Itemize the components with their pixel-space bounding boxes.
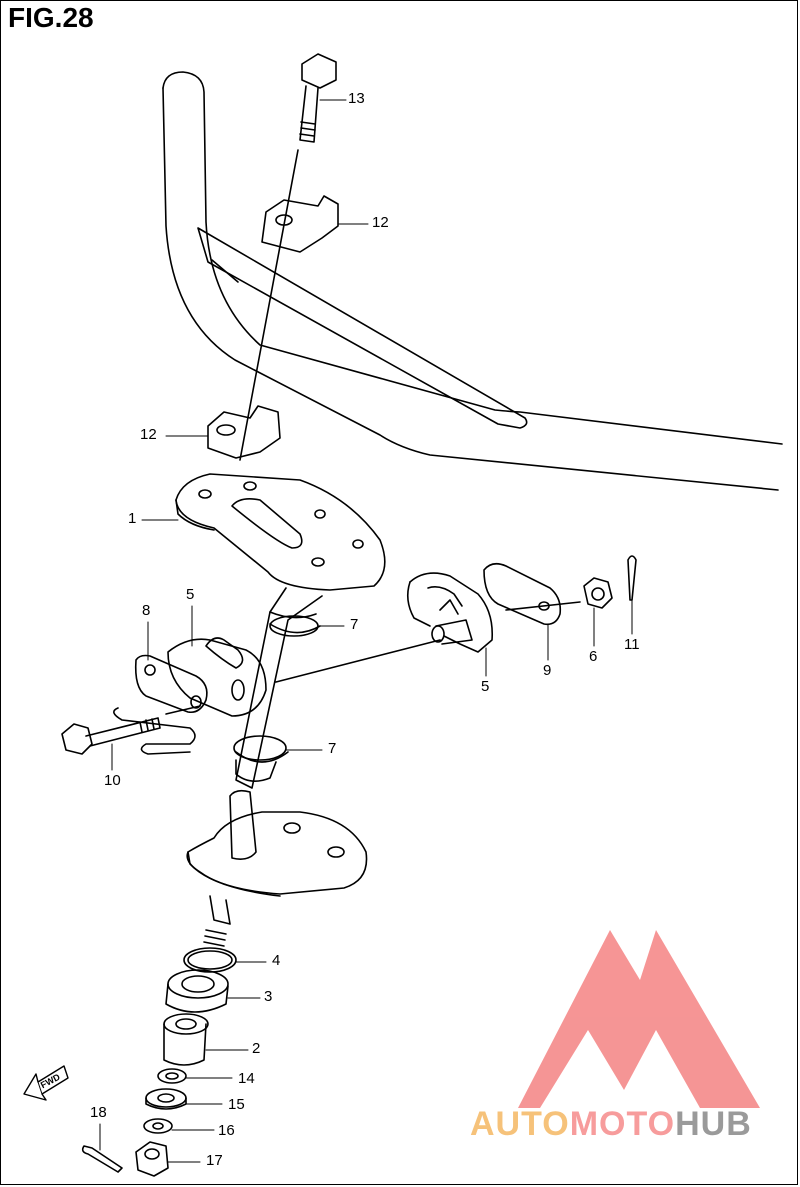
part-5-left-clamp bbox=[167, 637, 267, 717]
part-11-cotter-pin bbox=[627, 555, 637, 601]
part-17-nut bbox=[135, 1141, 169, 1177]
part-12-lower-clamp bbox=[207, 405, 281, 459]
watermark-hub: HUB bbox=[675, 1105, 752, 1143]
callout-5-left: 5 bbox=[186, 586, 195, 603]
callout-5-right: 5 bbox=[481, 678, 490, 695]
part-8-plate bbox=[134, 654, 208, 714]
part-6-nut bbox=[583, 577, 613, 609]
part-3-bushing bbox=[165, 969, 229, 1013]
watermark-logo-icon bbox=[518, 930, 760, 1108]
tie-rod-axis-line bbox=[275, 639, 441, 683]
part-13-bolt bbox=[239, 53, 337, 461]
callout-9: 9 bbox=[543, 662, 552, 679]
callout-12-upper: 12 bbox=[372, 214, 389, 231]
callout-4: 4 bbox=[272, 952, 281, 969]
part-4-o-ring bbox=[183, 947, 237, 973]
part-14-washer bbox=[157, 1068, 187, 1084]
lower-bracket bbox=[186, 789, 368, 947]
callout-10: 10 bbox=[104, 772, 121, 789]
callout-18: 18 bbox=[90, 1104, 107, 1121]
leader-lines bbox=[99, 99, 633, 1163]
part-9-plate bbox=[483, 562, 581, 626]
handlebar bbox=[162, 71, 783, 491]
part-18-cotter-pin bbox=[81, 1145, 123, 1173]
part-15-washer bbox=[145, 1088, 187, 1110]
callout-16: 16 bbox=[218, 1122, 235, 1139]
callout-17: 17 bbox=[206, 1152, 223, 1169]
fwd-arrow-icon bbox=[23, 1065, 69, 1101]
callout-1: 1 bbox=[128, 510, 137, 527]
part-2-spacer bbox=[163, 1013, 209, 1066]
watermark-moto: MOTO bbox=[569, 1105, 676, 1143]
callout-7-upper: 7 bbox=[350, 616, 359, 633]
watermark-auto: AUTO bbox=[470, 1105, 570, 1143]
callout-15: 15 bbox=[228, 1096, 245, 1113]
callout-14: 14 bbox=[238, 1070, 255, 1087]
callout-12-lower: 12 bbox=[140, 426, 157, 443]
steering-shaft bbox=[233, 587, 323, 789]
callout-3: 3 bbox=[264, 988, 273, 1005]
callout-7-lower: 7 bbox=[328, 740, 337, 757]
callout-6: 6 bbox=[589, 648, 598, 665]
part-5-right-clamp bbox=[406, 572, 494, 653]
callout-8: 8 bbox=[142, 602, 151, 619]
callout-11: 11 bbox=[624, 636, 640, 653]
part-12-upper-clamp bbox=[261, 195, 339, 253]
part-1-upper-bracket bbox=[175, 473, 386, 591]
figure-title: FIG.28 bbox=[8, 2, 94, 33]
part-10-bolt bbox=[61, 705, 201, 755]
callout-13: 13 bbox=[348, 90, 365, 107]
watermark-text: AUTOMOTOHUB bbox=[470, 1105, 752, 1144]
callout-2: 2 bbox=[252, 1040, 261, 1057]
part-16-washer bbox=[143, 1118, 173, 1134]
